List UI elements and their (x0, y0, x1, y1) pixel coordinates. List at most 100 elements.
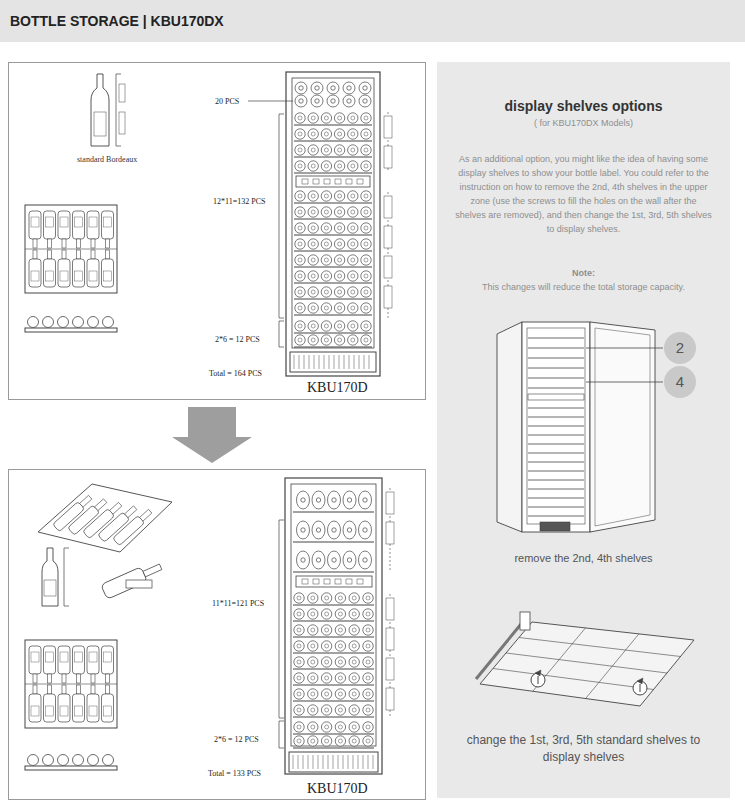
drawing-line (293, 717, 374, 718)
drawing-rect (80, 495, 92, 507)
drawing-rect (89, 652, 97, 662)
bottle-end (298, 132, 302, 136)
bottle-end (338, 628, 342, 632)
bottle-end (311, 660, 315, 664)
storage-panel: 11*11=121 PCS2*6 = 12 PCSTotal = 133 PCS… (8, 469, 426, 800)
bottle-end (295, 321, 305, 331)
drawing-line (294, 251, 372, 252)
bottle-end (295, 129, 305, 139)
drawing-rect (25, 205, 117, 293)
bottle-end (332, 558, 336, 562)
bottle-end (364, 338, 368, 342)
bottle-end (295, 255, 305, 265)
bottle-end (328, 521, 341, 539)
bottle-end (295, 287, 305, 297)
drawing-line (294, 333, 372, 334)
drawing-rect (87, 694, 99, 722)
drawing-rect (25, 766, 117, 770)
drawing-rect (113, 516, 145, 546)
bottle-end (28, 317, 39, 328)
drawing-rect (386, 598, 394, 620)
drawing-rect (48, 674, 52, 683)
drawing-rect (346, 579, 352, 584)
bottle-end (308, 207, 318, 217)
display-shelf-perspective (476, 612, 694, 706)
bottle-end (359, 82, 371, 94)
panel-heading: display shelves options (437, 98, 730, 115)
drawing-line (338, 755, 339, 769)
bottle-end (366, 596, 370, 600)
drawing-rect (302, 579, 308, 584)
drawing-line (528, 480, 584, 481)
drawing-line (116, 74, 121, 75)
bottle-end (364, 226, 368, 230)
bottle-end (321, 641, 331, 651)
drawing-rect (289, 752, 378, 772)
drawing-rect (33, 239, 37, 248)
drawing-rect (324, 579, 330, 584)
bottle-end (348, 223, 358, 233)
bottle-end (295, 95, 307, 107)
drawing-rect (46, 652, 54, 662)
drawing-line (279, 520, 280, 718)
bottle-end (321, 113, 331, 123)
bottle-end (347, 498, 351, 502)
bottle-end (294, 657, 304, 667)
drawing-line (528, 507, 584, 508)
bottle-end (325, 692, 329, 696)
bottle-end (334, 223, 344, 233)
bottle-end (364, 324, 368, 328)
bottle-end (325, 708, 329, 712)
drawing-rect (95, 499, 107, 511)
bottle-end (363, 558, 367, 562)
bottle-end (58, 755, 69, 766)
bottle-end (294, 673, 304, 683)
bottle-end (297, 725, 301, 729)
drawing-rect (384, 226, 392, 248)
drawing-line (279, 748, 284, 749)
bottle-end (338, 660, 342, 664)
bottle-end (531, 673, 545, 687)
bottle-end (352, 628, 356, 632)
bottle-end (321, 239, 331, 249)
bottle-end (324, 290, 328, 294)
bottle-end (297, 660, 301, 664)
bottle-end (335, 673, 345, 683)
bottle-end (315, 99, 319, 103)
drawing-rect (335, 179, 341, 184)
drawing-line (528, 338, 584, 339)
bottle-end (349, 625, 359, 635)
bottle-end (348, 321, 358, 331)
bottle-end (299, 99, 303, 103)
description: As an additional option, you might like … (455, 152, 712, 236)
bottle-and-shelf-icons (25, 74, 125, 332)
bottle-end (361, 145, 371, 155)
bottle-end (343, 95, 355, 107)
bottle-end (311, 324, 315, 328)
bottle-end (348, 161, 358, 171)
bottle-end (324, 338, 328, 342)
bottle-end (308, 673, 318, 683)
drawing-line (279, 114, 284, 115)
drawing-rect (384, 116, 392, 138)
drawing-rect (296, 576, 372, 587)
drawing-rect (106, 239, 110, 248)
bottle-end (351, 116, 355, 120)
bottle-end (298, 306, 302, 310)
bottle-end (352, 596, 356, 600)
bottle-end (308, 593, 318, 603)
bottle-end (311, 338, 315, 342)
drawing-line (279, 721, 280, 748)
drawing-rect (104, 652, 112, 662)
bottle-end (363, 625, 373, 635)
callout-number: 4 (676, 373, 684, 391)
drawing-rect (58, 259, 70, 287)
drawing-line (116, 74, 117, 146)
bottle-end (364, 194, 368, 198)
bottle-end (348, 271, 358, 281)
drawing-rect (346, 179, 352, 184)
bottle-end (298, 242, 302, 246)
drawing-rect (75, 652, 83, 662)
bottle-end (351, 132, 355, 136)
drawing-line (359, 355, 360, 369)
